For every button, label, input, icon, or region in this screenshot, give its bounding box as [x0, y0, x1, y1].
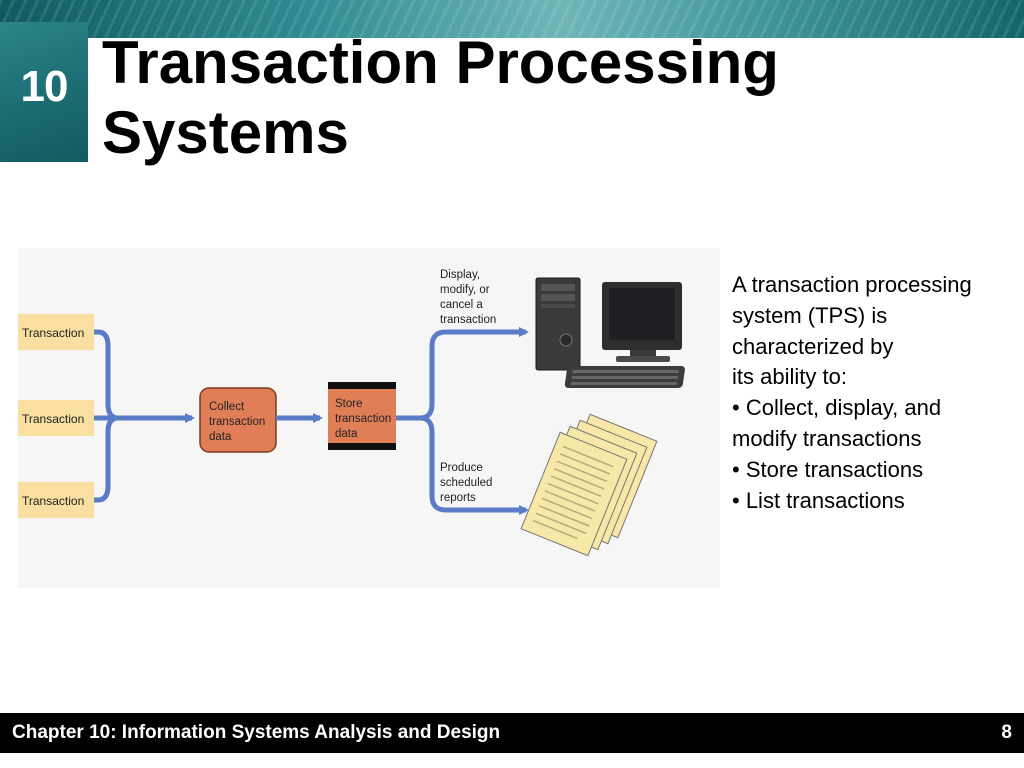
store-box-top-bar [328, 382, 396, 389]
reports-icon [520, 413, 658, 557]
collect-label-1: Collect [209, 401, 245, 413]
collect-label-2: transaction [209, 416, 265, 428]
input-box-2 [18, 400, 94, 436]
footer-bar: Chapter 10: Information Systems Analysis… [0, 713, 1024, 753]
description-line-2: system (TPS) is [732, 302, 888, 328]
chapter-badge: 10 [0, 22, 88, 162]
merge-line-bottom [94, 415, 119, 503]
reports-label-2: scheduled [440, 477, 492, 489]
tps-diagram-svg: Transaction Transaction Transaction Coll… [18, 269, 685, 557]
arrow-to-reports [396, 415, 529, 515]
display-label-4: transaction [440, 314, 496, 326]
display-label-3: cancel a [440, 299, 483, 311]
slide-title-line-2: Systems [102, 99, 349, 166]
store-label-3: data [335, 428, 358, 440]
collect-label-3: data [209, 431, 232, 443]
input-box-1 [18, 314, 94, 350]
computer-icon [535, 277, 685, 388]
bullet-collect: • Collect, display, and [732, 395, 942, 421]
input-label-3: Transaction [22, 494, 84, 508]
display-label-2: modify, or [440, 284, 490, 296]
store-box-bottom-bar [328, 443, 396, 450]
input-label-2: Transaction [22, 412, 84, 426]
page-number: 8 [1001, 722, 1012, 743]
reports-label-3: reports [440, 492, 476, 504]
arrow-to-computer [396, 327, 529, 421]
chapter-number: 10 [20, 62, 69, 111]
slide-title: Transaction Processing Systems [102, 28, 1002, 168]
description-text: A transaction processing system (TPS) is… [732, 270, 1018, 516]
input-box-3 [18, 482, 94, 518]
bullet-store: • Store transactions [732, 456, 924, 482]
description-line-4: its ability to: [732, 364, 847, 390]
store-label-1: Store [335, 398, 363, 410]
display-label-1: Display, [440, 269, 480, 281]
merge-line-top [94, 329, 119, 421]
store-label-2: transaction [335, 413, 391, 425]
description-line-3: characterized by [732, 333, 894, 359]
slide-title-line-1: Transaction Processing [102, 29, 779, 96]
header-band [0, 0, 1024, 38]
store-box [328, 382, 396, 450]
bullet-collect-cont: modify transactions [732, 425, 922, 451]
bullet-list: • List transactions [732, 487, 905, 513]
reports-label-1: Produce [440, 462, 483, 474]
title-background [88, 38, 1024, 168]
footer-chapter-title: Chapter 10: Information Systems Analysis… [12, 722, 501, 743]
tps-diagram: Transaction Transaction Transaction Coll… [18, 248, 720, 588]
input-label-1: Transaction [22, 326, 84, 340]
description-line-1: A transaction processing [732, 272, 972, 297]
